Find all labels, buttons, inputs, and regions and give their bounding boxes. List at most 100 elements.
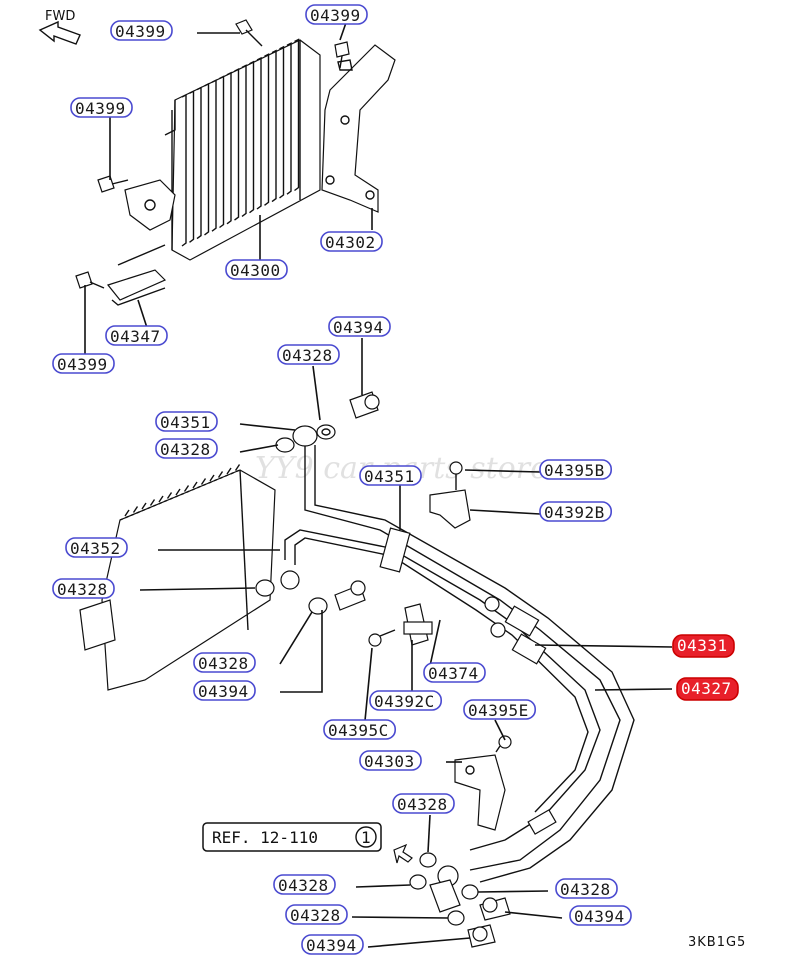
part-number-label: 04328 xyxy=(397,795,448,814)
callout-pill xyxy=(155,438,218,459)
bolt-icon xyxy=(75,271,105,289)
part-number-label: 04347 xyxy=(110,327,161,346)
washer-icon xyxy=(447,910,465,926)
bolt-icon xyxy=(368,629,396,647)
reference-box: REF. 12-110 1 xyxy=(202,822,382,852)
callout-pill xyxy=(539,501,612,522)
part-callout-04395e[interactable]: 04395E xyxy=(463,699,536,720)
part-callout-04328[interactable]: 04328 xyxy=(193,652,256,673)
leader-lines xyxy=(84,16,673,948)
bolt-icon xyxy=(235,19,263,47)
part-number-label: 04328 xyxy=(278,876,329,895)
radiator-illustration xyxy=(79,464,276,691)
clamp-icon xyxy=(403,603,433,646)
part-callout-04347[interactable]: 04347 xyxy=(105,325,168,346)
part-number-label: 04302 xyxy=(325,233,376,252)
callout-pill xyxy=(323,719,396,740)
part-callout-04327[interactable]: 04327 xyxy=(676,677,739,701)
oil-pipe-illustration xyxy=(280,445,635,913)
callout-pill xyxy=(328,316,391,337)
part-number-label: 04394 xyxy=(333,318,384,337)
part-number-label: 04328 xyxy=(282,346,333,365)
part-callout-04303[interactable]: 04303 xyxy=(359,750,422,771)
callout-pill xyxy=(105,325,168,346)
callout-pill xyxy=(539,459,612,480)
part-callout-04392b[interactable]: 04392B xyxy=(539,501,612,522)
callout-pill xyxy=(110,20,173,41)
bolt-icon xyxy=(97,175,129,193)
part-callout-04395b[interactable]: 04395B xyxy=(539,459,612,480)
part-number-label: 04395C xyxy=(328,721,389,740)
part-callout-04394[interactable]: 04394 xyxy=(328,316,391,337)
part-callout-04394[interactable]: 04394 xyxy=(301,934,364,955)
part-callout-04328[interactable]: 04328 xyxy=(155,438,218,459)
callout-pill xyxy=(555,878,618,899)
part-callout-04399[interactable]: 04399 xyxy=(305,4,368,25)
callout-pill xyxy=(65,537,128,558)
part-callout-04328[interactable]: 04328 xyxy=(392,793,455,814)
fwd-arrow-icon: FWD xyxy=(38,9,81,45)
part-callout-04328[interactable]: 04328 xyxy=(285,904,348,925)
callout-labels: 0439904399043990430204300043470439904394… xyxy=(52,4,739,955)
part-callout-04395c[interactable]: 04395C xyxy=(323,719,396,740)
callout-pill xyxy=(52,353,115,374)
part-number-label: 04374 xyxy=(428,664,479,683)
part-number-label: 04399 xyxy=(75,99,126,118)
callout-pill xyxy=(359,465,422,486)
washer-icon xyxy=(409,874,427,890)
part-callout-04392c[interactable]: 04392C xyxy=(369,690,442,711)
part-number-label: 04352 xyxy=(70,539,121,558)
part-number-label: 04394 xyxy=(306,936,357,955)
washer-icon xyxy=(308,597,328,615)
callout-pill xyxy=(301,934,364,955)
part-number-label: 04328 xyxy=(160,440,211,459)
part-callout-04300[interactable]: 04300 xyxy=(225,259,288,280)
callout-pill xyxy=(70,97,133,118)
part-callout-04331[interactable]: 04331 xyxy=(672,634,735,658)
callout-pill xyxy=(672,634,735,658)
bolt-icon xyxy=(334,41,350,69)
part-callout-04374[interactable]: 04374 xyxy=(423,662,486,683)
washer-icon xyxy=(419,852,437,868)
part-number-label: 04328 xyxy=(560,880,611,899)
oil-cooler-illustration xyxy=(106,38,396,306)
part-number-label: 04394 xyxy=(198,682,249,701)
part-callout-04394[interactable]: 04394 xyxy=(569,905,632,926)
banjo-fitting-icon xyxy=(292,425,318,447)
callout-pill xyxy=(320,231,383,252)
bolt-icon xyxy=(479,897,511,921)
callout-pill xyxy=(369,690,442,711)
bolt-icon xyxy=(349,391,380,419)
part-callout-04399[interactable]: 04399 xyxy=(52,353,115,374)
part-number-label: 04392C xyxy=(374,692,435,711)
part-callout-04399[interactable]: 04399 xyxy=(110,20,173,41)
diagram-code: 3KB1G5 xyxy=(688,935,746,950)
part-number-label: 04351 xyxy=(364,467,415,486)
part-callout-04328[interactable]: 04328 xyxy=(555,878,618,899)
callout-pill xyxy=(225,259,288,280)
part-callout-04328[interactable]: 04328 xyxy=(52,578,115,599)
part-callout-04351[interactable]: 04351 xyxy=(155,411,218,432)
part-number-label: 04351 xyxy=(160,413,211,432)
part-number-label: 04300 xyxy=(230,261,281,280)
bolt-icon xyxy=(495,735,512,753)
callout-pill xyxy=(676,677,739,701)
callout-pill xyxy=(359,750,422,771)
part-callout-04399[interactable]: 04399 xyxy=(70,97,133,118)
part-callout-04328[interactable]: 04328 xyxy=(277,344,340,365)
part-callout-04302[interactable]: 04302 xyxy=(320,231,383,252)
part-callout-04351[interactable]: 04351 xyxy=(359,465,422,486)
reference-circle-number: 1 xyxy=(361,828,371,847)
part-callout-04328[interactable]: 04328 xyxy=(273,874,336,895)
callout-pill xyxy=(273,874,336,895)
callout-pill xyxy=(193,652,256,673)
callout-pill xyxy=(463,699,536,720)
part-number-label: 04399 xyxy=(57,355,108,374)
part-callout-04352[interactable]: 04352 xyxy=(65,537,128,558)
part-callout-04394[interactable]: 04394 xyxy=(193,680,256,701)
part-number-label: 04399 xyxy=(115,22,166,41)
part-number-label: 04395E xyxy=(468,701,529,720)
washer-icon xyxy=(275,437,295,453)
callout-pill xyxy=(285,904,348,925)
